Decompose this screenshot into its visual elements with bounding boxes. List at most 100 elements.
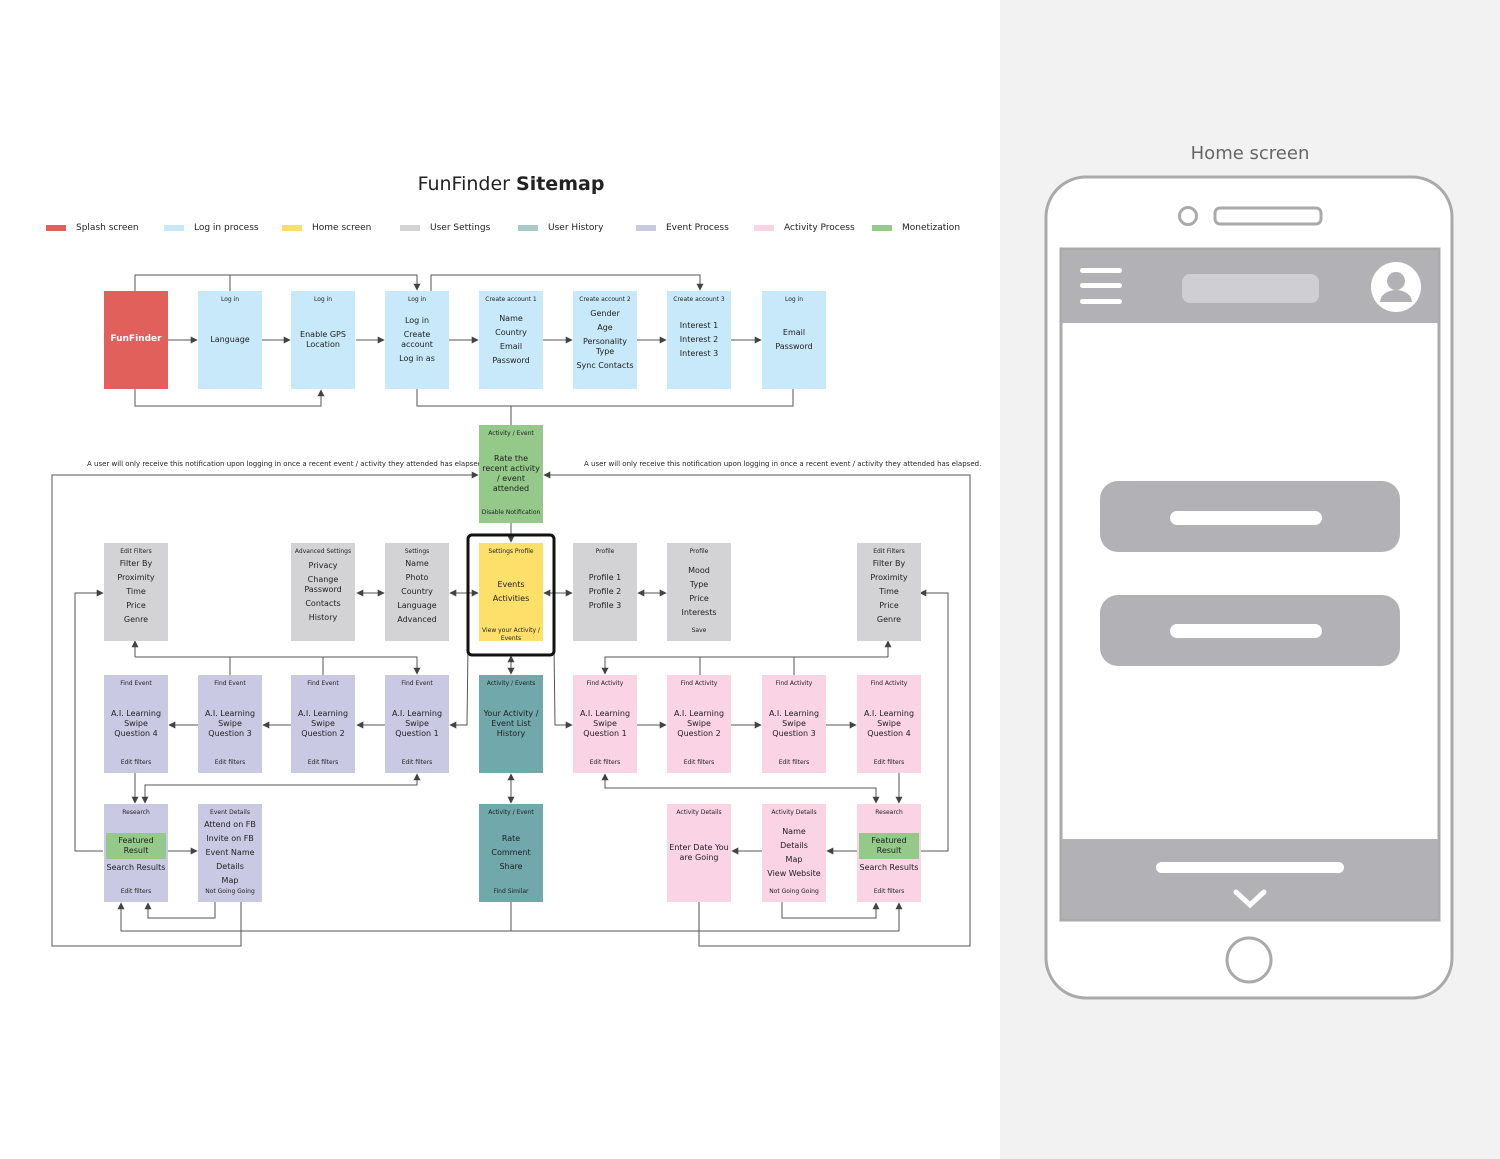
legend-swatch — [518, 225, 538, 231]
node-header: Research — [875, 809, 903, 816]
node-footer — [573, 375, 637, 389]
node-header: Create account 3 — [673, 296, 725, 303]
node-item: Language — [397, 601, 437, 610]
node-header: Activity Details — [676, 809, 722, 816]
node-item: Proximity — [117, 573, 155, 582]
node-header: Find Event — [214, 680, 246, 687]
legend-item: User History — [518, 223, 603, 233]
node-item: Filter By — [119, 559, 153, 568]
node-item: Age — [597, 323, 613, 332]
search-bar — [1182, 274, 1319, 303]
node-item: Advanced — [397, 615, 437, 624]
node-item: Filter By — [872, 559, 906, 568]
node-footer — [857, 627, 921, 641]
node-footer: Disable Notification — [481, 509, 541, 516]
legend-swatch — [872, 225, 892, 231]
node-item: Personality Type — [582, 337, 628, 356]
legend-label: User Settings — [430, 223, 491, 233]
node-item: A.I. Learning Swipe Question 2 — [673, 709, 725, 738]
node-item: Search Results — [106, 863, 166, 872]
node-item: Events — [497, 580, 525, 589]
node-item: Price — [689, 594, 709, 603]
node-header: Log in — [784, 296, 804, 303]
node-header: Log in — [220, 296, 240, 303]
legend-label: Activity Process — [784, 223, 855, 233]
node-item: Email — [782, 328, 806, 337]
node-item: Genre — [876, 615, 902, 624]
node-header: Settings Profile — [488, 548, 534, 555]
node-footer — [667, 375, 731, 389]
node-header: Activity / Event — [488, 809, 534, 816]
featured-result: Featured Result — [859, 833, 919, 859]
node-item: Privacy — [308, 561, 338, 570]
legend-item: Log in process — [164, 223, 259, 233]
node-footer — [762, 375, 826, 389]
node-header: Create account 1 — [485, 296, 537, 303]
node-header: Edit Filters — [873, 548, 905, 555]
node-item: Your Activity / Event List History — [483, 709, 539, 738]
node-footer: Edit filters — [214, 759, 246, 766]
legend-label: Home screen — [312, 223, 372, 233]
node-item: Map — [221, 876, 239, 885]
node-item: Genre — [123, 615, 149, 624]
node-header: Find Activity — [870, 680, 908, 687]
legend-item: User Settings — [400, 223, 490, 233]
speaker-icon — [1213, 206, 1323, 226]
node-header: Profile — [595, 548, 615, 555]
node-footer — [479, 759, 543, 773]
node-item: A.I. Learning Swipe Question 3 — [204, 709, 256, 738]
node-item: Map — [785, 855, 803, 864]
node-item: Interest 3 — [679, 349, 719, 358]
legend-swatch — [282, 225, 302, 231]
node-header: Event Details — [210, 809, 250, 816]
node-item: Activities — [492, 594, 530, 603]
node-footer: Edit filters — [683, 759, 715, 766]
legend-item: Activity Process — [754, 223, 855, 233]
node-footer — [104, 375, 168, 389]
node-item: Invite on FB — [206, 834, 254, 843]
node-footer — [385, 375, 449, 389]
node-footer — [104, 627, 168, 641]
node-footer — [291, 627, 355, 641]
legend-swatch — [636, 225, 656, 231]
node-header: Log in — [407, 296, 427, 303]
node-footer: Edit filters — [401, 759, 433, 766]
legend-label: Splash screen — [76, 223, 139, 233]
node-item: Gender — [590, 309, 620, 318]
node-header: Find Event — [401, 680, 433, 687]
legend-swatch — [164, 225, 184, 231]
node-item: A.I. Learning Swipe Question 4 — [110, 709, 162, 738]
node-header: Research — [122, 809, 150, 816]
node-footer — [667, 888, 731, 902]
node-header: Edit Filters — [120, 548, 152, 555]
legend-item: Splash screen — [46, 223, 139, 233]
node-item: Log in — [404, 316, 430, 325]
node-footer: Not Going Going — [205, 888, 255, 895]
node-item: Comment — [491, 848, 531, 857]
camera-icon — [1178, 206, 1198, 226]
node-splash: FunFinder — [104, 291, 168, 389]
node-header: Activity / Events — [486, 680, 536, 687]
phone-mockup — [1044, 175, 1454, 1000]
legend-label: Log in process — [194, 223, 259, 233]
node-item: A.I. Learning Swipe Question 1 — [579, 709, 631, 738]
legend-item: Monetization — [872, 223, 960, 233]
node-footer: Edit filters — [589, 759, 621, 766]
node-item: Interests — [681, 608, 717, 617]
